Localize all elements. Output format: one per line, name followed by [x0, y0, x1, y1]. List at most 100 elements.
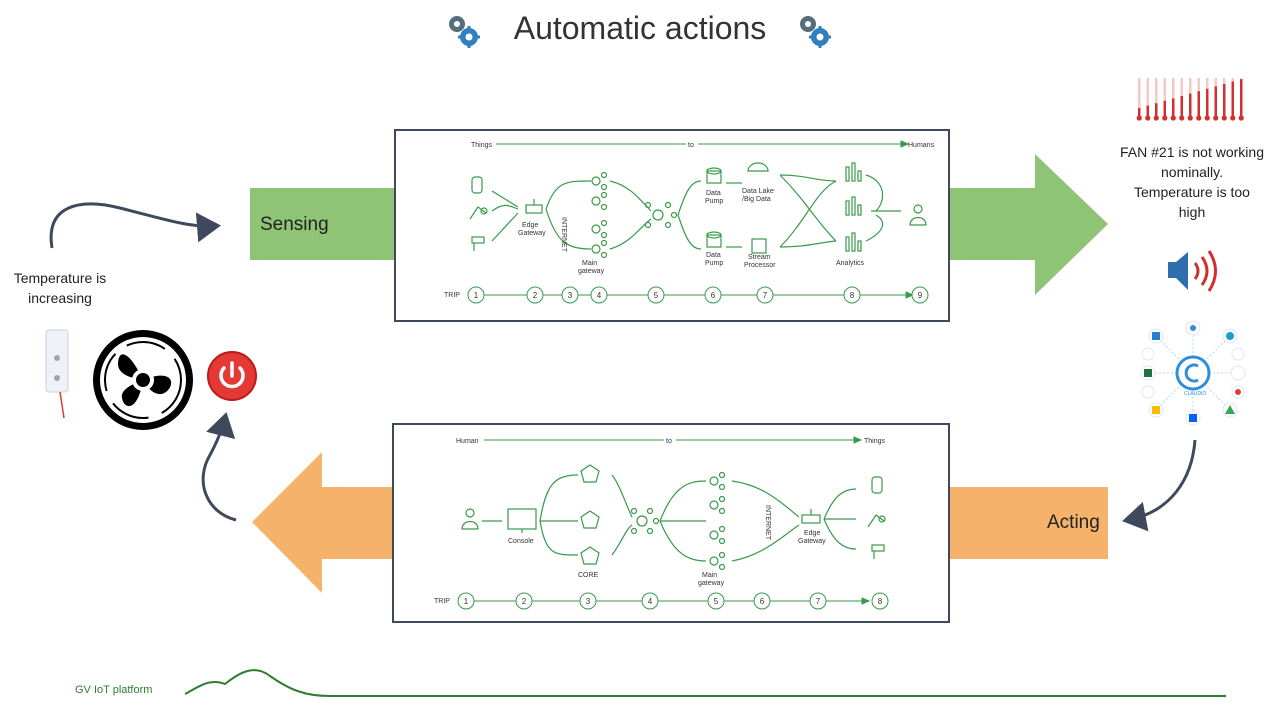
footer-line	[184, 669, 1226, 697]
trip-step-circle	[590, 286, 608, 304]
thermo-bulb	[1153, 115, 1159, 121]
trip-step-circle	[707, 592, 725, 610]
analytics-label: Analytics	[836, 260, 865, 267]
trip-step-circle	[579, 592, 597, 610]
trip-step-number: 3	[568, 291, 573, 300]
thermo-level	[1189, 93, 1192, 116]
thermo-level	[1214, 86, 1217, 116]
gear-cluster-icon	[800, 16, 831, 48]
stream-label-1: Stream	[748, 254, 771, 261]
thermo-tube	[1172, 78, 1175, 116]
thermo-tube	[1163, 78, 1166, 116]
diagram-mid-label: to	[666, 438, 672, 445]
thermometer-bars-icon	[1136, 78, 1244, 121]
internet-label: INTERNET	[764, 505, 771, 541]
thermo-bulb	[1238, 115, 1244, 121]
diagram-mid-label: to	[688, 142, 694, 149]
thermo-bulb	[1221, 115, 1227, 121]
curve-arrow-acting	[1122, 439, 1197, 532]
human-to-things-diagram: Human to Things Console CORE Main gatewa…	[392, 423, 950, 623]
speaker-alert-icon	[1168, 250, 1217, 292]
trip-step-number: 3	[586, 597, 591, 606]
trip-step-circle	[457, 592, 475, 610]
thermo-level	[1163, 100, 1166, 116]
acting-label: Acting	[1047, 512, 1100, 533]
data-lake-label-2: /Big Data	[742, 196, 771, 203]
edge-gateway-label-2: Gateway	[798, 538, 826, 545]
trip-step-circle	[515, 592, 533, 610]
trip-label: TRIP	[444, 292, 460, 299]
main-gateway-label-1: Main	[702, 572, 717, 579]
trip-step-number: 7	[816, 597, 821, 606]
trip-step-number: 1	[474, 291, 479, 300]
trip-step-circle	[756, 286, 774, 304]
thermo-level	[1155, 103, 1158, 116]
edge-gateway-label-1: Edge	[522, 222, 538, 229]
thermo-bulb	[1230, 115, 1236, 121]
data-pump-label-1: Data	[706, 190, 721, 197]
curve-arrow-sensor	[49, 202, 221, 249]
sensing-arrow-head	[948, 154, 1108, 295]
trip-step-number: 4	[648, 597, 653, 606]
sensing-arrow-body	[250, 188, 396, 260]
power-button-icon[interactable]	[206, 350, 258, 402]
page-title: Automatic actions	[513, 10, 767, 46]
trip-step-number: 9	[918, 291, 923, 300]
thermo-level	[1197, 91, 1200, 116]
cloud-integrations-hub-icon: CLAUDIO	[1140, 320, 1246, 426]
console-label: Console	[508, 538, 534, 545]
thermo-level	[1146, 105, 1149, 116]
trip-step-circle	[871, 592, 889, 610]
diagram-from-label: Human	[456, 438, 479, 445]
thermo-bulb	[1187, 115, 1193, 121]
gear-cluster-icon	[449, 16, 480, 48]
trip-step-circle	[753, 592, 771, 610]
thermo-level	[1240, 79, 1243, 116]
diagram-to-label: Humans	[908, 142, 935, 149]
trip-step-number: 7	[763, 291, 768, 300]
data-lake-label-1: Data Lake	[742, 188, 774, 195]
trip-step-circle	[704, 286, 722, 304]
diagram-from-label: Things	[471, 142, 493, 149]
trip-step-number: 5	[654, 291, 659, 300]
thermo-bulb	[1204, 115, 1210, 121]
diagram-to-label: Things	[864, 438, 886, 445]
trip-step-circle	[526, 286, 544, 304]
trip-step-number: 6	[760, 597, 765, 606]
temperature-increasing-text: Temperature is increasing	[13, 270, 107, 306]
trip-step-number: 1	[464, 597, 469, 606]
acting-arrow-body	[948, 487, 1108, 559]
stream-label-2: Processor	[744, 262, 776, 269]
trip-step-number: 4	[597, 291, 602, 300]
trip-label: TRIP	[434, 598, 450, 605]
thermo-level	[1138, 108, 1141, 116]
trip-step-circle	[843, 286, 861, 304]
trip-step-number: 8	[850, 291, 855, 300]
main-gateway-label-2: gateway	[698, 580, 725, 587]
trip-step-circle	[911, 286, 929, 304]
internet-label: INTERNET	[560, 217, 567, 253]
thermo-bulb	[1213, 115, 1219, 121]
trip-step-circle	[561, 286, 579, 304]
trip-step-circle	[647, 286, 665, 304]
trip-step-number: 2	[522, 597, 527, 606]
thermo-bulb	[1196, 115, 1202, 121]
data-pump-label-2b: Pump	[705, 260, 723, 267]
trip-step-number: 5	[714, 597, 719, 606]
things-to-humans-diagram: Things to Humans	[394, 129, 950, 322]
sensing-label: Sensing	[260, 214, 329, 235]
thermo-bulb	[1179, 115, 1185, 121]
fan-icon	[93, 330, 193, 430]
curve-arrow-fan	[201, 412, 237, 522]
trip-step-number: 2	[533, 291, 538, 300]
data-pump-label-1b: Data	[706, 252, 721, 259]
thermo-level	[1172, 98, 1175, 116]
thermo-tube	[1138, 78, 1141, 116]
temperature-sensor-icon	[45, 329, 69, 419]
acting-arrow-head	[252, 452, 394, 593]
thermo-bulb	[1136, 115, 1142, 121]
thermo-bulb	[1145, 115, 1151, 121]
fan-alert-text: FAN #21 is not working nominally. Temper…	[1120, 144, 1264, 220]
hub-label: CLAUDIO	[1184, 391, 1206, 397]
thermo-level	[1206, 88, 1209, 116]
